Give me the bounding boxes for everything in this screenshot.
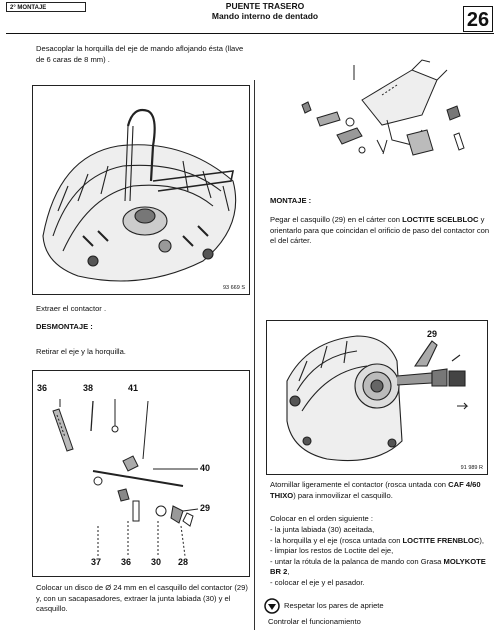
colocar-heading: Colocar en el orden siguiente : <box>270 514 374 523</box>
contactor-parts-drawing <box>301 59 465 156</box>
list-item: - colocar el eje y el pasador. <box>270 577 365 587</box>
callout-40: 40 <box>200 463 211 473</box>
figure-housing-wrench: 93 669 S <box>32 85 250 295</box>
housing-wrench-drawing <box>42 108 237 282</box>
callout-36-bottom: 36 <box>121 557 132 567</box>
title-line-2: Mando interno de dentado <box>211 11 319 21</box>
extraer-text: Extraer el contactor . <box>36 304 107 313</box>
retirar-text: Retirar el eje y la horquilla. <box>36 347 126 356</box>
figure-code: 93 669 S <box>222 285 245 291</box>
atornillar-text-2: ) para inmovilizar el casquillo. <box>293 490 393 500</box>
title-line-1: PUENTE TRASERO <box>225 1 305 11</box>
page-title: PUENTE TRASERO Mando interno de dentado <box>150 1 380 21</box>
callout-28: 28 <box>178 557 189 567</box>
housing-contactor-drawing <box>286 335 469 462</box>
control-text: Controlar el funcionamiento <box>268 617 361 626</box>
torque-text: Respetar los pares de apriete <box>284 601 384 610</box>
callout-41: 41 <box>128 383 139 393</box>
callout-36-top: 36 <box>37 383 48 393</box>
page-number: 26 <box>463 6 493 32</box>
figure-housing-contactor: 29 91 989 R <box>266 320 488 475</box>
atornillar-text-1: Atornillar ligeramente el contactor (ros… <box>270 480 449 489</box>
colocar-disco-text: Colocar un disco de Ø 24 mm en el casqui… <box>36 583 248 613</box>
callout-29: 29 <box>200 503 211 513</box>
callout-29-right: 29 <box>427 329 438 339</box>
exploded-fork-drawing <box>52 399 199 557</box>
header-divider <box>6 33 494 34</box>
list-item: - la horquilla y el eje (rosca untada co… <box>270 535 484 545</box>
montaje-text-2: y orientarlo para que coincidan el orifi… <box>270 215 490 245</box>
figure-code-right: 91 989 R <box>460 465 483 471</box>
list-item: - untar la rótula de la palanca de mando… <box>270 556 486 577</box>
montaje-loctite: LOCTITE SCELBLOC <box>402 215 479 224</box>
torque-icon <box>264 598 280 614</box>
intro-text: Desacoplar la horquilla del eje de mando… <box>36 44 244 64</box>
colocar-list: - la junta labiada (30) aceitada, - la h… <box>270 525 490 588</box>
atornillar-text: Atornillar ligeramente el contactor (ros… <box>270 480 490 501</box>
section-label: 2° MONTAJE <box>6 2 86 12</box>
figure-contactor-parts <box>262 40 494 190</box>
atornillar-caf: CAF 4/60 THIXO <box>270 480 481 500</box>
montaje-text-1: Pegar el casquillo (29) en el cárter con <box>270 215 403 224</box>
callout-38: 38 <box>83 383 94 393</box>
figure-exploded-fork: 36 38 41 40 29 37 36 30 28 <box>32 370 250 577</box>
column-divider <box>254 80 255 630</box>
list-item: - la junta labiada (30) aceitada, <box>270 525 375 534</box>
list-item: - limpiar los restos de Loctite del eje, <box>270 546 394 555</box>
callout-30: 30 <box>151 557 162 567</box>
montaje-heading: MONTAJE : <box>270 196 312 205</box>
desmontaje-heading: DESMONTAJE : <box>36 322 93 331</box>
montaje-text: Pegar el casquillo (29) en el cárter con… <box>270 215 490 247</box>
callout-37: 37 <box>91 557 102 567</box>
